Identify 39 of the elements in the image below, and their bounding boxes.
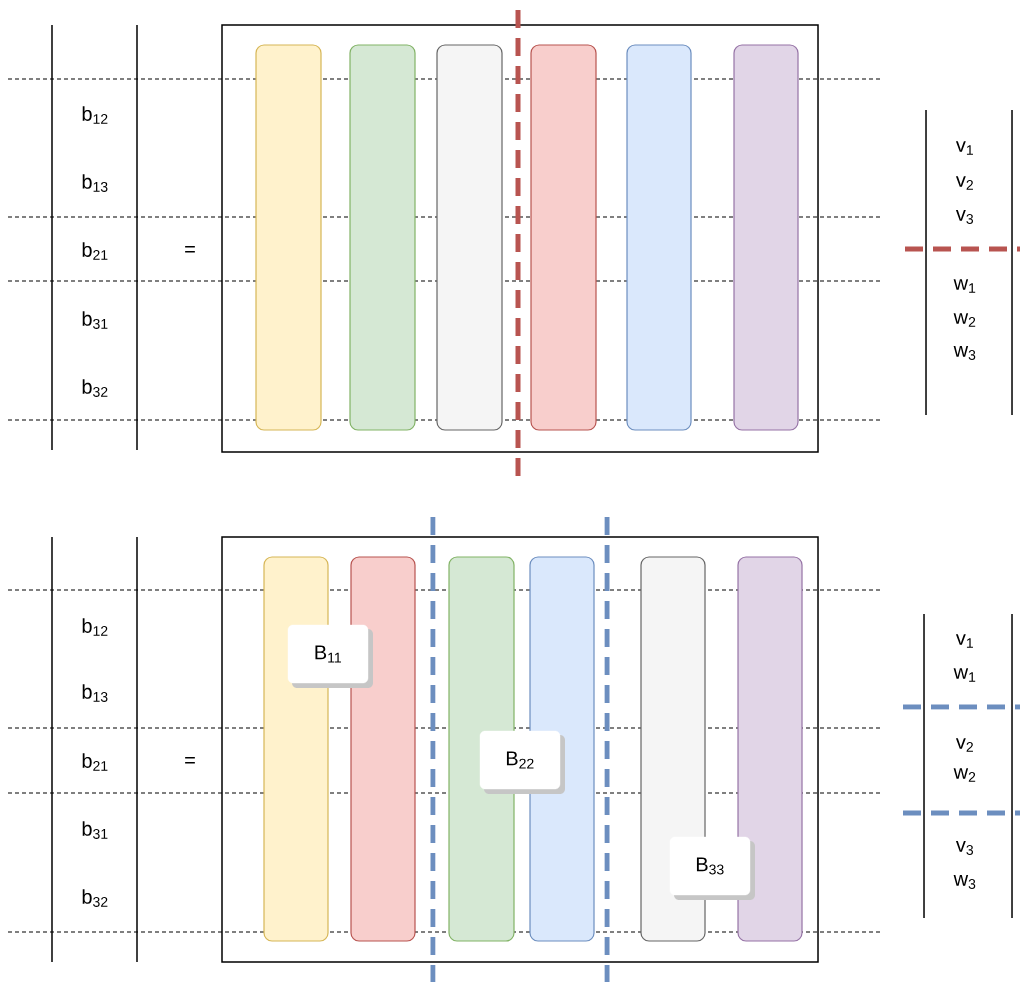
matrix-entry: b$_{13}$: [82, 174, 108, 192]
block-label-box: B$_{33}$: [669, 836, 755, 900]
equals-sign: =: [185, 757, 195, 764]
matrix-entry: b$_{31}$: [82, 821, 108, 839]
vector-entry: v$_{3}$: [955, 841, 974, 855]
vector-entry: w$_{1}$: [953, 668, 976, 682]
column-bar: [733, 44, 799, 431]
matrix-entry: b$_{21}$: [82, 753, 108, 771]
matrix-entry: b$_{13}$: [82, 684, 108, 702]
vector-entry: v$_{3}$: [955, 210, 974, 224]
column-bar: [263, 556, 329, 942]
vector-entry: w$_{1}$: [953, 279, 976, 293]
column-bar: [640, 556, 706, 942]
matrix-entry: b$_{12}$: [82, 106, 108, 124]
matrix-entry: b$_{31}$: [82, 311, 108, 329]
vector-entry: w$_{2}$: [953, 768, 976, 782]
vector-entry: w$_{3}$: [953, 346, 976, 360]
vector-entry: v$_{1}$: [955, 141, 973, 155]
column-bar: [436, 44, 503, 431]
column-bar: [349, 44, 416, 431]
matrix-entry: b$_{32}$: [82, 889, 108, 907]
vector-entry: v$_{1}$: [955, 634, 973, 648]
block-label-box: B$_{22}$: [479, 730, 565, 794]
block-label-box: B$_{11}$: [287, 624, 373, 688]
vector-entry: w$_{3}$: [953, 875, 976, 889]
column-bar: [530, 44, 597, 431]
equals-sign: =: [185, 246, 195, 253]
matrix-entry: b$_{32}$: [82, 379, 108, 397]
vector-entry: v$_{2}$: [955, 176, 973, 190]
vector-entry: w$_{2}$: [953, 313, 976, 327]
matrix-frame: [221, 24, 819, 453]
matrix-entry: b$_{21}$: [82, 242, 108, 260]
column-bar: [737, 556, 803, 942]
matrix-entry: b$_{12}$: [82, 618, 108, 636]
column-bar: [350, 556, 416, 942]
column-bar: [255, 44, 322, 431]
column-bar: [626, 44, 692, 431]
matrix-frame: [221, 536, 819, 963]
vector-entry: v$_{2}$: [955, 738, 973, 752]
